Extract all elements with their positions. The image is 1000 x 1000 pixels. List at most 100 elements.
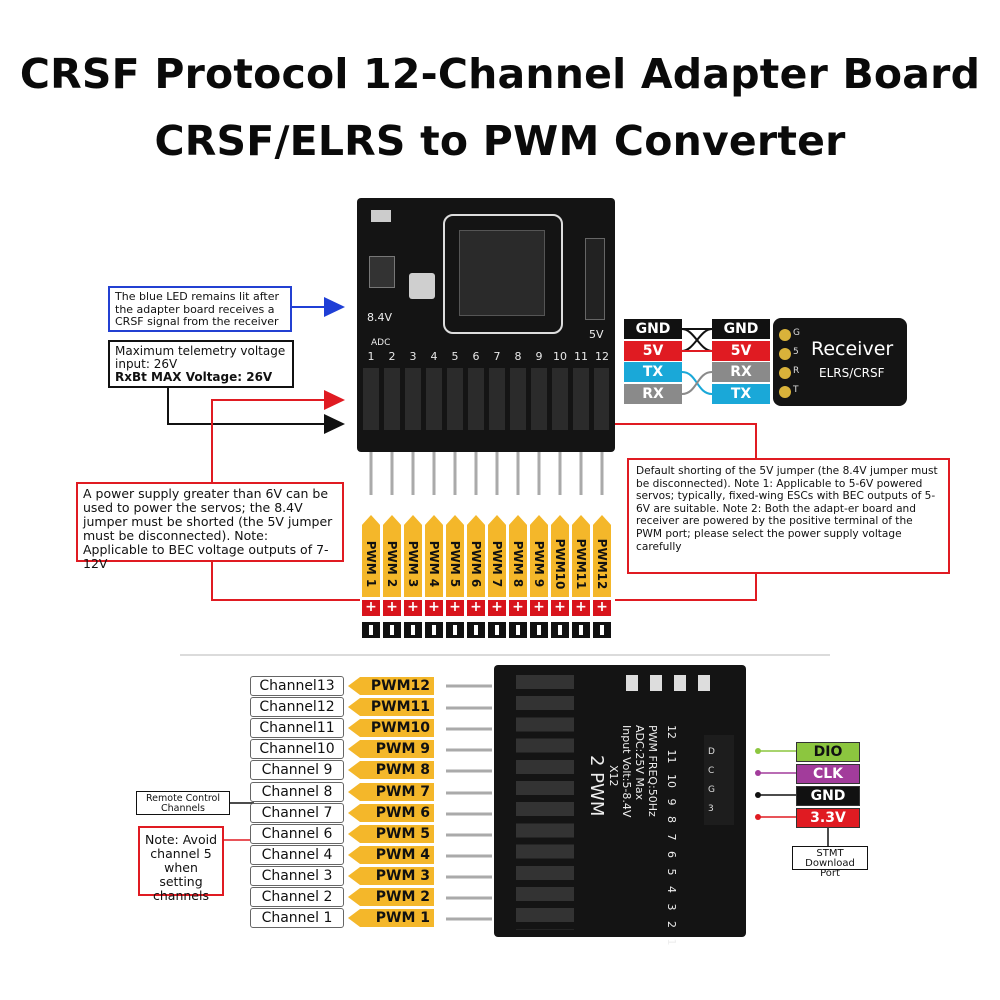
red-right-top-line: [600, 423, 757, 458]
avoid-channel-callout: Note: Avoid channel 5 when setting chann…: [138, 826, 224, 903]
plus-terminal: +: [488, 600, 506, 616]
debug-label-3v3: 3.3V: [796, 808, 860, 828]
silk-rotated: 12 11 10 9 8 7 6 5 4 3 2 1 PWM FREQ:50Hz…: [518, 725, 678, 965]
pwm-tag: PWM 7: [348, 783, 434, 801]
pwm-label: PWM 4: [425, 515, 443, 597]
plus-terminal: +: [362, 600, 380, 616]
pin-number: 4: [430, 350, 438, 363]
label-8-4v: 8.4V: [367, 311, 393, 324]
wire-receiver-gnd: GND: [712, 319, 770, 339]
ground-terminal: [425, 622, 443, 638]
pwm-label: PWM 8: [509, 515, 527, 597]
channel-label: Channel12: [250, 697, 344, 717]
red-arrow-line: [211, 399, 326, 482]
wire-receiver-rx: RX: [712, 362, 770, 382]
ground-terminal: [467, 622, 485, 638]
pwm-label: PWM 2: [383, 515, 401, 597]
jumper-header: [585, 238, 605, 320]
receiver-pin-5: 5: [793, 347, 799, 357]
ground-terminal: [551, 622, 569, 638]
channel-label: Channel10: [250, 739, 344, 759]
pwm-tag: PWM 3: [348, 867, 434, 885]
plus-terminal: +: [530, 600, 548, 616]
pwm-tag: PWM 1: [348, 909, 434, 927]
pin-number: 9: [535, 350, 543, 363]
pwm-tag: PWM 9: [348, 740, 434, 758]
debug-port-lines: [755, 748, 829, 848]
silk-adc: ADC:25V Max: [633, 725, 646, 801]
wire-receiver-tx: TX: [712, 384, 770, 404]
blue-led-callout: The blue LED remains lit after the adapt…: [108, 286, 292, 332]
black-arrow-line: [167, 388, 326, 425]
plus-terminal: +: [593, 600, 611, 616]
plus-terminal: +: [425, 600, 443, 616]
header-block-bottom: [516, 675, 574, 930]
receiver-module: G 5 R T Receiver ELRS/CRSF: [773, 318, 907, 406]
telemetry-callout: Maximum telemetry voltage input: 26V RxB…: [108, 340, 294, 388]
adapter-board-bottom: 12 11 10 9 8 7 6 5 4 3 2 1 PWM FREQ:50Hz…: [494, 665, 746, 946]
ground-terminal: [593, 622, 611, 638]
plus-terminal: +: [383, 600, 401, 616]
servo-header-block: [363, 368, 609, 430]
channel-label: Channel11: [250, 718, 344, 738]
receiver-name: Receiver: [811, 338, 894, 360]
pwm-label: PWM 6: [467, 515, 485, 597]
pin-number: 8: [514, 350, 522, 363]
plus-terminal: +: [467, 600, 485, 616]
debug-label-gnd: GND: [796, 786, 860, 806]
channel-label: Channel 2: [250, 887, 344, 907]
pwm-label: PWM 1: [362, 515, 380, 597]
ground-terminal: [383, 622, 401, 638]
receiver-pin-r: R: [793, 366, 800, 376]
pwm-tag: PWM11: [348, 698, 434, 716]
smd-component: [371, 210, 391, 222]
black-arrow-head: [324, 414, 345, 434]
header-pins-bottom: [446, 684, 492, 921]
receiver-pin-g: G: [793, 328, 800, 338]
plus-terminal: +: [404, 600, 422, 616]
wire-board-gnd: GND: [624, 319, 682, 339]
telemetry-line-1: Maximum telemetry voltage input: 26V: [115, 344, 286, 371]
channel-label: Channel 8: [250, 782, 344, 802]
silk-2pwm: 2 PWM: [586, 755, 607, 817]
power-left-callout: A power supply greater than 6V can be us…: [76, 482, 344, 571]
plus-terminal: +: [572, 600, 590, 616]
label-5v: 5V: [589, 328, 604, 341]
wire-board-rx: RX: [624, 384, 682, 404]
pin-number: 7: [493, 350, 501, 363]
pwm-label: PWM11: [572, 515, 590, 597]
pwm-tag: PWM 4: [348, 846, 434, 864]
debug-label-dio: DIO: [796, 742, 860, 762]
plus-terminal: +: [446, 600, 464, 616]
silk-freq: PWM FREQ:50Hz: [646, 725, 659, 817]
plus-terminal: +: [551, 600, 569, 616]
power-right-callout: Default shorting of the 5V jumper (the 8…: [627, 458, 950, 574]
debug-label-clk: CLK: [796, 764, 860, 784]
ground-terminal: [362, 622, 380, 638]
wire-board-5v: 5V: [624, 341, 682, 361]
channel-label: Channel 9: [250, 760, 344, 780]
silk-input-volt: Input Volt:5-8.4V: [620, 725, 633, 818]
mcu-chip: [459, 230, 545, 316]
channel-label: Channel 4: [250, 845, 344, 865]
stmt-download-callout: STMT Download Port: [792, 846, 868, 879]
telemetry-line-2: RxBt MAX Voltage: 26V: [115, 370, 273, 384]
blue-arrow-head: [324, 297, 345, 317]
title-line-2: CRSF/ELRS to PWM Converter: [154, 117, 846, 165]
adapter-board-top: 8.4V 5V ADC 1 2 3 4 5 6 7 8 9 10 11 12: [357, 198, 615, 452]
silk-pin-numbers: 12 11 10 9 8 7 6 5 4 3 2 1: [665, 725, 678, 946]
pwm-tag: PWM 6: [348, 804, 434, 822]
pwm-label: PWM10: [551, 515, 569, 597]
pin-number: 11: [574, 350, 588, 363]
ground-terminal: [530, 622, 548, 638]
channel-label: Channel 6: [250, 824, 344, 844]
pin-number: 5: [451, 350, 459, 363]
pin-number: 2: [388, 350, 396, 363]
pwm-tag: PWM 5: [348, 825, 434, 843]
header-pins-top: [369, 450, 604, 495]
silk-x12: X12: [607, 765, 620, 787]
pwm-label: PWM 7: [488, 515, 506, 597]
pin-number: 1: [367, 350, 375, 363]
receiver-model: ELRS/CRSF: [819, 366, 885, 380]
